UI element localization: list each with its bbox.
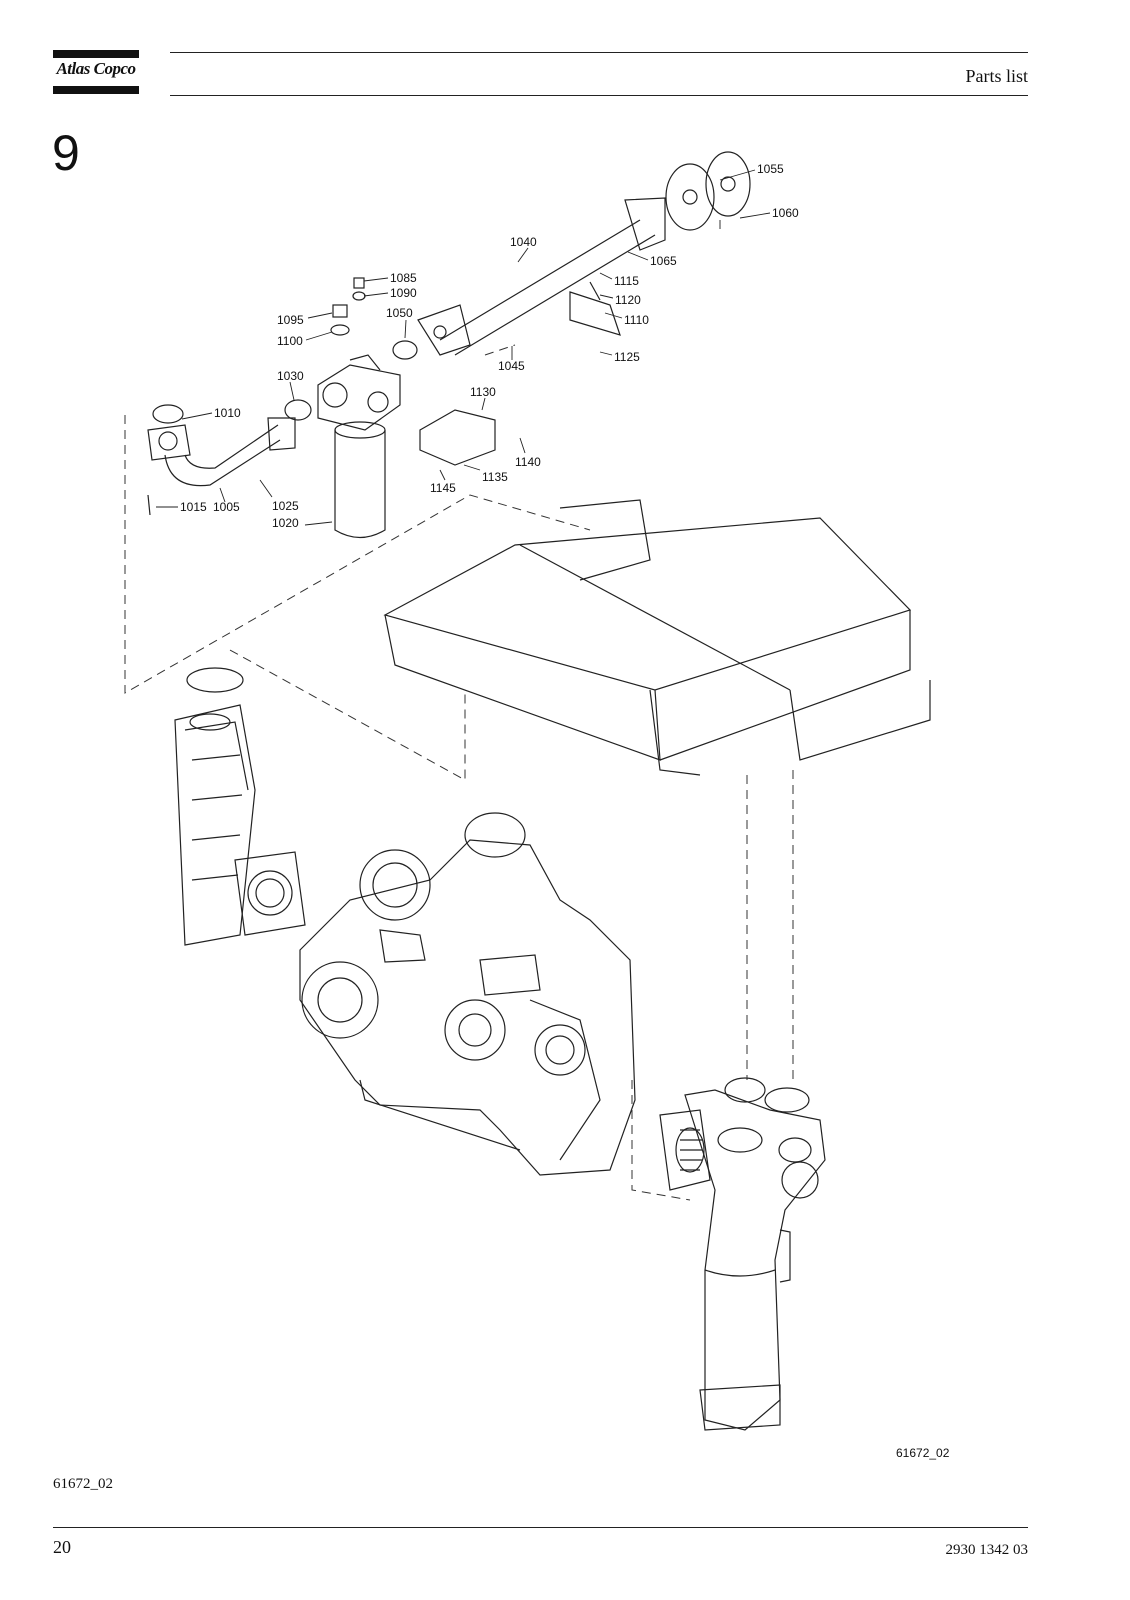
part-label: 1005 (213, 500, 240, 514)
header-rule-top (170, 52, 1028, 53)
section-title: Parts list (965, 66, 1028, 86)
part-label: 1015 (180, 500, 207, 514)
footer-rule (53, 1527, 1028, 1528)
part-label: 1135 (482, 470, 508, 484)
part-label: 1125 (614, 350, 640, 364)
part-label: 1020 (272, 516, 299, 530)
chapter-number: 9 (52, 125, 80, 181)
logo-bar-top (53, 50, 139, 58)
part-label: 1050 (386, 306, 413, 320)
part-label: 1045 (498, 359, 525, 373)
part-label: 1140 (515, 455, 541, 469)
logo-bar-bottom (53, 86, 139, 94)
document-number: 2930 1342 03 (945, 1542, 1029, 1558)
part-label: 1085 (390, 271, 417, 285)
part-label: 1095 (277, 313, 304, 327)
part-label: 1120 (615, 293, 641, 307)
logo-wordmark: Atlas Copco (56, 59, 136, 78)
drawing-dashed-guides (124, 220, 794, 1201)
figure-reference: 61672_02 (53, 1476, 113, 1492)
part-labels: 1055 1060 1040 1065 1115 1120 1110 1125 … (180, 162, 950, 1460)
drawing-number: 61672_02 (896, 1446, 950, 1460)
part-label: 1055 (757, 162, 784, 176)
atlas-copco-logo: Atlas Copco (53, 50, 139, 94)
page-number: 20 (53, 1537, 71, 1557)
part-label: 1130 (470, 385, 496, 399)
part-label: 1025 (272, 499, 299, 513)
part-label: 1010 (214, 406, 241, 420)
part-label: 1110 (624, 313, 649, 327)
part-label: 1060 (772, 206, 799, 220)
part-label: 1100 (277, 334, 303, 348)
part-label: 1030 (277, 369, 304, 383)
part-label: 1065 (650, 254, 677, 268)
drawing-leader-lines (156, 169, 771, 526)
part-label: 1090 (390, 286, 417, 300)
part-label: 1040 (510, 235, 537, 249)
part-label: 1145 (430, 481, 456, 495)
header-rule-bottom (170, 95, 1028, 96)
part-label: 1115 (614, 274, 639, 288)
drawing-parts (147, 151, 931, 1431)
